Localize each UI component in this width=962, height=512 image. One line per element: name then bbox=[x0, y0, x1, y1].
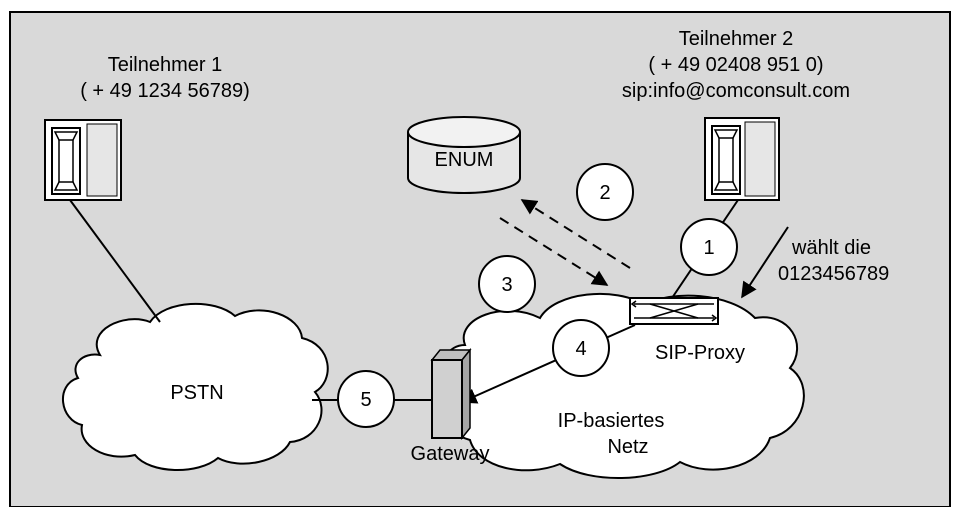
step-5-label: 5 bbox=[360, 389, 371, 411]
pstn-cloud-icon bbox=[62, 302, 329, 471]
ip-network-line1: IP-basiertes bbox=[558, 410, 665, 432]
phone-2-icon bbox=[704, 117, 780, 201]
ip-network-line2: Netz bbox=[607, 436, 648, 458]
step-3-label: 3 bbox=[501, 274, 512, 296]
phone-1-icon bbox=[44, 119, 122, 201]
enum-database-icon bbox=[407, 116, 521, 194]
enum-label: ENUM bbox=[435, 149, 494, 171]
gateway-label: Gateway bbox=[411, 443, 490, 465]
line-phone1-pstn bbox=[69, 199, 161, 323]
step-circle-4: 4 bbox=[552, 319, 610, 377]
dashed-arrow-response bbox=[499, 217, 609, 286]
subscriber-2-number: ( + 49 02408 951 0) bbox=[648, 54, 823, 76]
dial-arrow bbox=[741, 226, 789, 299]
ip-network-cloud-icon bbox=[438, 292, 805, 479]
subscriber-1-name: Teilnehmer 1 bbox=[108, 54, 223, 76]
dashed-arrow-query bbox=[520, 199, 631, 269]
step-4-label: 4 bbox=[575, 338, 586, 360]
subscriber-2-sip: sip:info@comconsult.com bbox=[622, 80, 850, 102]
sip-proxy-router-icon bbox=[629, 297, 719, 325]
step-circle-5: 5 bbox=[337, 370, 395, 428]
gateway-icon bbox=[430, 347, 472, 441]
step-circle-1: 1 bbox=[680, 218, 738, 276]
dial-note-line1: wählt die bbox=[791, 237, 871, 259]
step-2-label: 2 bbox=[599, 182, 610, 204]
step-circle-2: 2 bbox=[576, 163, 634, 221]
subscriber-2-name: Teilnehmer 2 bbox=[679, 28, 794, 50]
step-1-label: 1 bbox=[703, 237, 714, 259]
subscriber-1-number: ( + 49 1234 56789) bbox=[80, 80, 250, 102]
pstn-label: PSTN bbox=[170, 382, 223, 404]
step-circle-3: 3 bbox=[478, 255, 536, 313]
sip-proxy-label: SIP-Proxy bbox=[655, 342, 745, 364]
dial-note-line2: 0123456789 bbox=[778, 263, 889, 285]
